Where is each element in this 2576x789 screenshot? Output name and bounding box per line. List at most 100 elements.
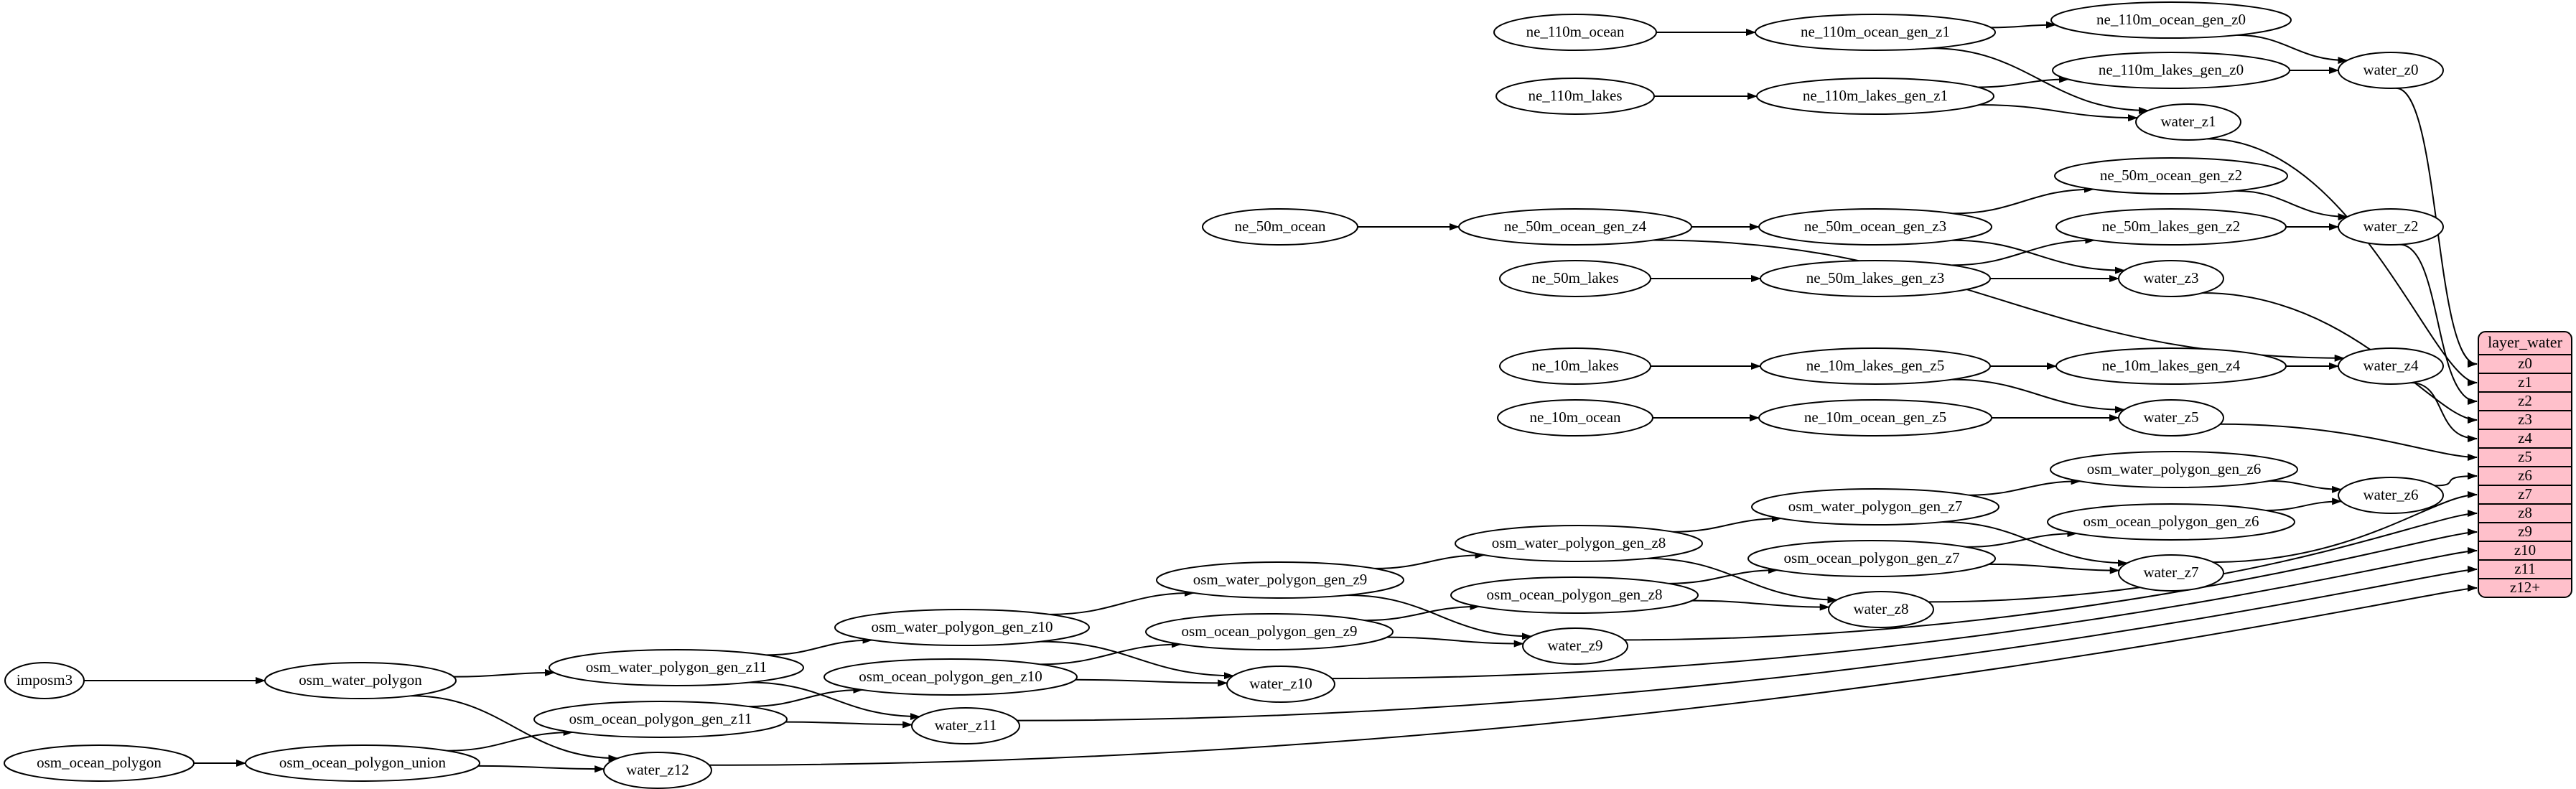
node-ne_50m_ocean[interactable]: ne_50m_ocean — [1202, 208, 1358, 246]
edge-osm_ocean_polygon_gen_z8-to-water_z8 — [1691, 599, 1830, 611]
node-shape — [2338, 208, 2444, 246]
node-osm_water_polygon_gen_z8[interactable]: osm_water_polygon_gen_z8 — [1455, 525, 1703, 562]
node-water_z12[interactable]: water_z12 — [603, 752, 712, 789]
edge-osm_water_polygon_gen_z7-to-water_z7 — [1942, 520, 2128, 567]
node-ne_110m_lakes[interactable]: ne_110m_lakes — [1495, 78, 1655, 115]
edge-osm_ocean_polygon_gen_z11-to-osm_ocean_polygon_gen_z10 — [748, 686, 864, 708]
node-water_z6[interactable]: water_z6 — [2338, 477, 2444, 514]
node-shape — [1495, 78, 1655, 115]
edge-water_z1-to-z1 — [2206, 138, 2478, 386]
table-row-z6[interactable]: z6 — [2518, 467, 2532, 484]
node-water_z1[interactable]: water_z1 — [2135, 103, 2241, 141]
edge-osm_water_polygon_gen_z8-to-water_z8 — [1647, 557, 1838, 604]
node-osm_ocean_polygon[interactable]: osm_ocean_polygon — [4, 744, 195, 782]
node-shape — [4, 662, 85, 699]
edge-osm_ocean_polygon_gen_z6-to-water_z6 — [2266, 498, 2343, 512]
node-osm_water_polygon[interactable]: osm_water_polygon — [264, 662, 457, 699]
node-ne_10m_ocean[interactable]: ne_10m_ocean — [1497, 399, 1653, 436]
node-label: osm_ocean_polygon_gen_z7 — [1784, 549, 1960, 566]
table-row-z9[interactable]: z9 — [2518, 523, 2532, 540]
table-row-z8[interactable]: z8 — [2518, 504, 2532, 521]
node-imposm3[interactable]: imposm3 — [4, 662, 85, 699]
table-row-z4[interactable]: z4 — [2518, 429, 2532, 447]
table-row-z3[interactable]: z3 — [2518, 411, 2532, 428]
node-osm_water_polygon_gen_z7[interactable]: osm_water_polygon_gen_z7 — [1751, 488, 1999, 526]
table-row-z1[interactable]: z1 — [2518, 373, 2532, 391]
table-row-z0[interactable]: z0 — [2518, 355, 2532, 372]
node-osm_ocean_polygon_gen_z11[interactable]: osm_ocean_polygon_gen_z11 — [533, 701, 788, 738]
node-osm_ocean_polygon_gen_z10[interactable]: osm_ocean_polygon_gen_z10 — [823, 658, 1078, 696]
node-ne_110m_lakes_gen_z0[interactable]: ne_110m_lakes_gen_z0 — [2052, 52, 2290, 89]
edge-osm_ocean_polygon_gen_z10-to-water_z10 — [1075, 678, 1228, 687]
edge-osm_ocean_polygon_union-to-osm_ocean_polygon_gen_z11 — [447, 728, 574, 752]
table-row-z5[interactable]: z5 — [2518, 448, 2532, 465]
table-row-z10[interactable]: z10 — [2514, 541, 2536, 559]
node-water_z0[interactable]: water_z0 — [2338, 52, 2444, 89]
node-osm_ocean_polygon_gen_z9[interactable]: osm_ocean_polygon_gen_z9 — [1145, 613, 1394, 650]
node-ne_110m_ocean_gen_z1[interactable]: ne_110m_ocean_gen_z1 — [1755, 14, 1996, 51]
edge-ne_110m_lakes_gen_z1-to-ne_110m_lakes_gen_z0 — [1977, 75, 2070, 88]
node-shape — [1497, 399, 1653, 436]
node-label: ne_10m_ocean_gen_z5 — [1804, 408, 1946, 426]
node-water_z3[interactable]: water_z3 — [2118, 260, 2224, 297]
node-ne_10m_ocean_gen_z5[interactable]: ne_10m_ocean_gen_z5 — [1758, 399, 1992, 436]
edge-ne_10m_lakes_gen_z5-to-water_z5 — [1951, 378, 2125, 414]
node-ne_10m_lakes_gen_z5[interactable]: ne_10m_lakes_gen_z5 — [1760, 347, 1991, 385]
edge-osm_water_polygon_gen_z11-to-osm_water_polygon_gen_z10 — [766, 636, 873, 656]
node-osm_water_polygon_gen_z9[interactable]: osm_water_polygon_gen_z9 — [1156, 561, 1404, 599]
node-water_z8[interactable]: water_z8 — [1828, 591, 1934, 628]
edge-osm_ocean_polygon_gen_z8-to-osm_ocean_polygon_gen_z7 — [1669, 566, 1778, 584]
table-row-z12plus[interactable]: z12+ — [2510, 579, 2540, 596]
node-ne_50m_lakes_gen_z3[interactable]: ne_50m_lakes_gen_z3 — [1760, 260, 1991, 297]
node-osm_ocean_polygon_union[interactable]: osm_ocean_polygon_union — [245, 744, 480, 782]
table-row-z7[interactable]: z7 — [2518, 485, 2532, 503]
table-row-z11[interactable]: z11 — [2514, 560, 2536, 577]
node-osm_ocean_polygon_gen_z7[interactable]: osm_ocean_polygon_gen_z7 — [1747, 540, 1996, 577]
node-label: osm_water_polygon_gen_z10 — [871, 618, 1053, 635]
node-ne_10m_lakes_gen_z4[interactable]: ne_10m_lakes_gen_z4 — [2055, 347, 2287, 385]
node-ne_110m_lakes_gen_z1[interactable]: ne_110m_lakes_gen_z1 — [1756, 78, 1994, 115]
node-shape — [1499, 347, 1651, 385]
node-ne_110m_ocean_gen_z0[interactable]: ne_110m_ocean_gen_z0 — [2050, 1, 2292, 39]
edge-ne_110m_ocean_gen_z1-to-ne_110m_ocean_gen_z0 — [1990, 21, 2056, 29]
node-water_z2[interactable]: water_z2 — [2338, 208, 2444, 246]
node-shape — [2055, 347, 2287, 385]
edge-osm_ocean_polygon_gen_z7-to-osm_ocean_polygon_gen_z6 — [1966, 530, 2078, 548]
node-osm_ocean_polygon_gen_z8[interactable]: osm_ocean_polygon_gen_z8 — [1450, 576, 1699, 614]
edge-osm_water_polygon_gen_z10-to-water_z10 — [1041, 640, 1234, 680]
edge-osm_ocean_polygon_gen_z10-to-osm_ocean_polygon_gen_z9 — [1040, 640, 1182, 666]
node-osm_water_polygon_gen_z6[interactable]: osm_water_polygon_gen_z6 — [2050, 451, 2298, 488]
node-osm_water_polygon_gen_z10[interactable]: osm_water_polygon_gen_z10 — [834, 609, 1090, 646]
node-label: ne_50m_lakes_gen_z2 — [2102, 218, 2240, 235]
node-ne_50m_ocean_gen_z4[interactable]: ne_50m_ocean_gen_z4 — [1458, 208, 1692, 246]
edge-osm_ocean_polygon_gen_z9-to-osm_ocean_polygon_gen_z8 — [1364, 602, 1480, 622]
table-row-z2[interactable]: z2 — [2518, 392, 2532, 409]
node-water_z7[interactable]: water_z7 — [2118, 554, 2224, 592]
node-shape — [2118, 554, 2224, 592]
node-water_z9[interactable]: water_z9 — [1522, 627, 1628, 665]
node-shape — [1828, 591, 1934, 628]
node-osm_water_polygon_gen_z11[interactable]: osm_water_polygon_gen_z11 — [549, 649, 804, 686]
edge-osm_ocean_polygon_gen_z11-to-water_z11 — [785, 721, 913, 729]
node-shape — [1760, 260, 1991, 297]
node-water_z10[interactable]: water_z10 — [1226, 666, 1335, 703]
node-osm_ocean_polygon_gen_z6[interactable]: osm_ocean_polygon_gen_z6 — [2047, 503, 2295, 541]
edge-ne_50m_ocean_gen_z3-to-ne_50m_ocean_gen_z2 — [1953, 185, 2094, 215]
node-ne_50m_lakes[interactable]: ne_50m_lakes — [1499, 260, 1651, 297]
node-water_z11[interactable]: water_z11 — [911, 707, 1020, 744]
edge-water_z11-to-z11 — [1017, 566, 2478, 722]
node-label: water_z11 — [935, 716, 997, 734]
node-shape — [911, 707, 1020, 744]
node-water_z5[interactable]: water_z5 — [2118, 399, 2224, 436]
node-shape — [533, 701, 788, 738]
node-ne_10m_lakes[interactable]: ne_10m_lakes — [1499, 347, 1651, 385]
node-label: water_z10 — [1249, 675, 1312, 692]
node-water_z4[interactable]: water_z4 — [2338, 347, 2444, 385]
node-ne_50m_ocean_gen_z2[interactable]: ne_50m_ocean_gen_z2 — [2054, 157, 2288, 195]
node-ne_50m_lakes_gen_z2[interactable]: ne_50m_lakes_gen_z2 — [2055, 208, 2287, 246]
node-ne_50m_ocean_gen_z3[interactable]: ne_50m_ocean_gen_z3 — [1758, 208, 1992, 246]
node-label: ne_110m_ocean_gen_z0 — [2096, 11, 2246, 28]
node-shape — [1758, 399, 1992, 436]
node-ne_110m_ocean[interactable]: ne_110m_ocean — [1493, 14, 1657, 51]
